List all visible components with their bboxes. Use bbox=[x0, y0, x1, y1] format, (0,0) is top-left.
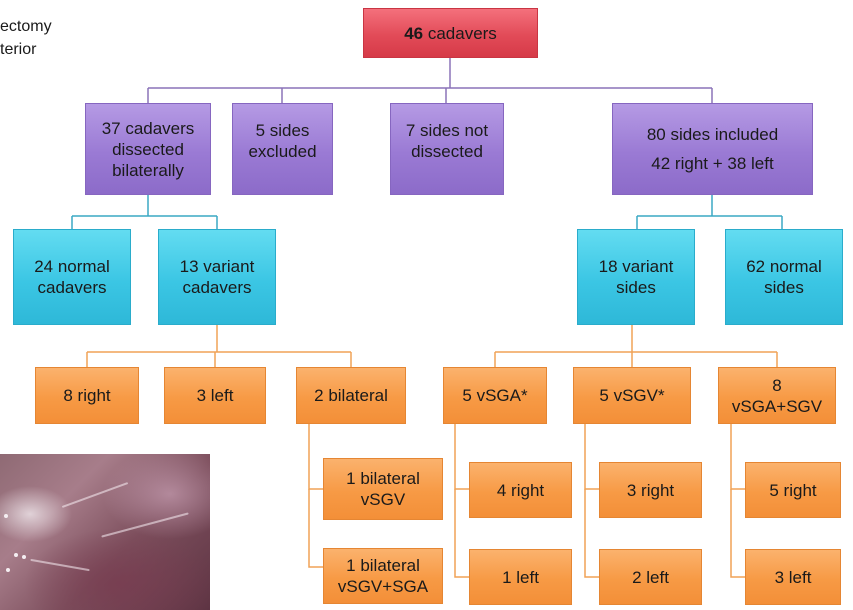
node-not-dissected-sides: 7 sides not dissected bbox=[390, 103, 504, 195]
node-mixed-right: 5 right bbox=[745, 462, 841, 518]
dissection-photo bbox=[0, 454, 210, 610]
node-text: excluded bbox=[248, 141, 316, 162]
node-text: 5 vSGA* bbox=[462, 385, 527, 406]
node-text: 42 right + 38 left bbox=[651, 153, 773, 174]
node-normal-sides: 62 normal sides bbox=[725, 229, 843, 325]
node-text: 7 sides not bbox=[406, 120, 488, 141]
root-label: cadavers bbox=[423, 24, 497, 43]
node-text: vSGV bbox=[361, 489, 405, 510]
node-vsgv: 5 vSGV* bbox=[573, 367, 691, 424]
node-vsga-left: 1 left bbox=[469, 549, 572, 605]
node-text: 5 right bbox=[769, 480, 816, 501]
node-text: 2 left bbox=[632, 567, 669, 588]
node-included-sides: 80 sides included 42 right + 38 left bbox=[612, 103, 813, 195]
node-text: cadavers bbox=[183, 277, 252, 298]
node-left-variants: 3 left bbox=[164, 367, 266, 424]
node-text: 2 bilateral bbox=[314, 385, 388, 406]
node-bilateral-vsgv-sga: 1 bilateral vSGV+SGA bbox=[323, 548, 443, 604]
node-text: bilaterally bbox=[112, 160, 184, 181]
node-text: cadavers bbox=[38, 277, 107, 298]
node-text: 3 left bbox=[775, 567, 812, 588]
node-text: 1 bilateral bbox=[346, 555, 420, 576]
root-count: 46 bbox=[404, 24, 423, 43]
root-node-cadavers: 46 cadavers bbox=[363, 8, 538, 58]
node-vsgv-right: 3 right bbox=[599, 462, 702, 518]
node-text: 8 right bbox=[63, 385, 110, 406]
node-bilateral-variants: 2 bilateral bbox=[296, 367, 406, 424]
node-variant-sides: 18 variant sides bbox=[577, 229, 695, 325]
node-vsga-right: 4 right bbox=[469, 462, 572, 518]
node-text: dissected bbox=[411, 141, 483, 162]
node-mixed-left: 3 left bbox=[745, 549, 841, 605]
node-text: 37 cadavers bbox=[102, 118, 195, 139]
node-vsga: 5 vSGA* bbox=[443, 367, 547, 424]
node-text: sides bbox=[616, 277, 656, 298]
node-text: vSGV+SGA bbox=[338, 576, 428, 597]
node-normal-cadavers: 24 normal cadavers bbox=[13, 229, 131, 325]
node-right-variants: 8 right bbox=[35, 367, 139, 424]
node-text: 3 left bbox=[197, 385, 234, 406]
node-text: 8 bbox=[772, 375, 781, 396]
node-text: 3 right bbox=[627, 480, 674, 501]
corner-text-line2: terior bbox=[0, 40, 36, 60]
node-text: 1 bilateral bbox=[346, 468, 420, 489]
node-text: 5 sides bbox=[256, 120, 310, 141]
node-text: 24 normal bbox=[34, 256, 110, 277]
node-vsga-sgv: 8 vSGA+SGV bbox=[718, 367, 836, 424]
node-text: 4 right bbox=[497, 480, 544, 501]
node-variant-cadavers: 13 variant cadavers bbox=[158, 229, 276, 325]
corner-text-line1: ectomy bbox=[0, 17, 52, 37]
node-text: 62 normal bbox=[746, 256, 822, 277]
node-text: 18 variant bbox=[599, 256, 674, 277]
node-text: 5 vSGV* bbox=[599, 385, 664, 406]
node-text: 80 sides included bbox=[647, 124, 778, 145]
node-vsgv-left: 2 left bbox=[599, 549, 702, 605]
node-text: 13 variant bbox=[180, 256, 255, 277]
node-text: vSGA+SGV bbox=[732, 396, 822, 417]
node-bilateral-vsgv: 1 bilateral vSGV bbox=[323, 458, 443, 520]
node-excluded-sides: 5 sides excluded bbox=[232, 103, 333, 195]
node-text: 1 left bbox=[502, 567, 539, 588]
node-text: dissected bbox=[112, 139, 184, 160]
node-text: sides bbox=[764, 277, 804, 298]
node-bilateral-cadavers: 37 cadavers dissected bilaterally bbox=[85, 103, 211, 195]
